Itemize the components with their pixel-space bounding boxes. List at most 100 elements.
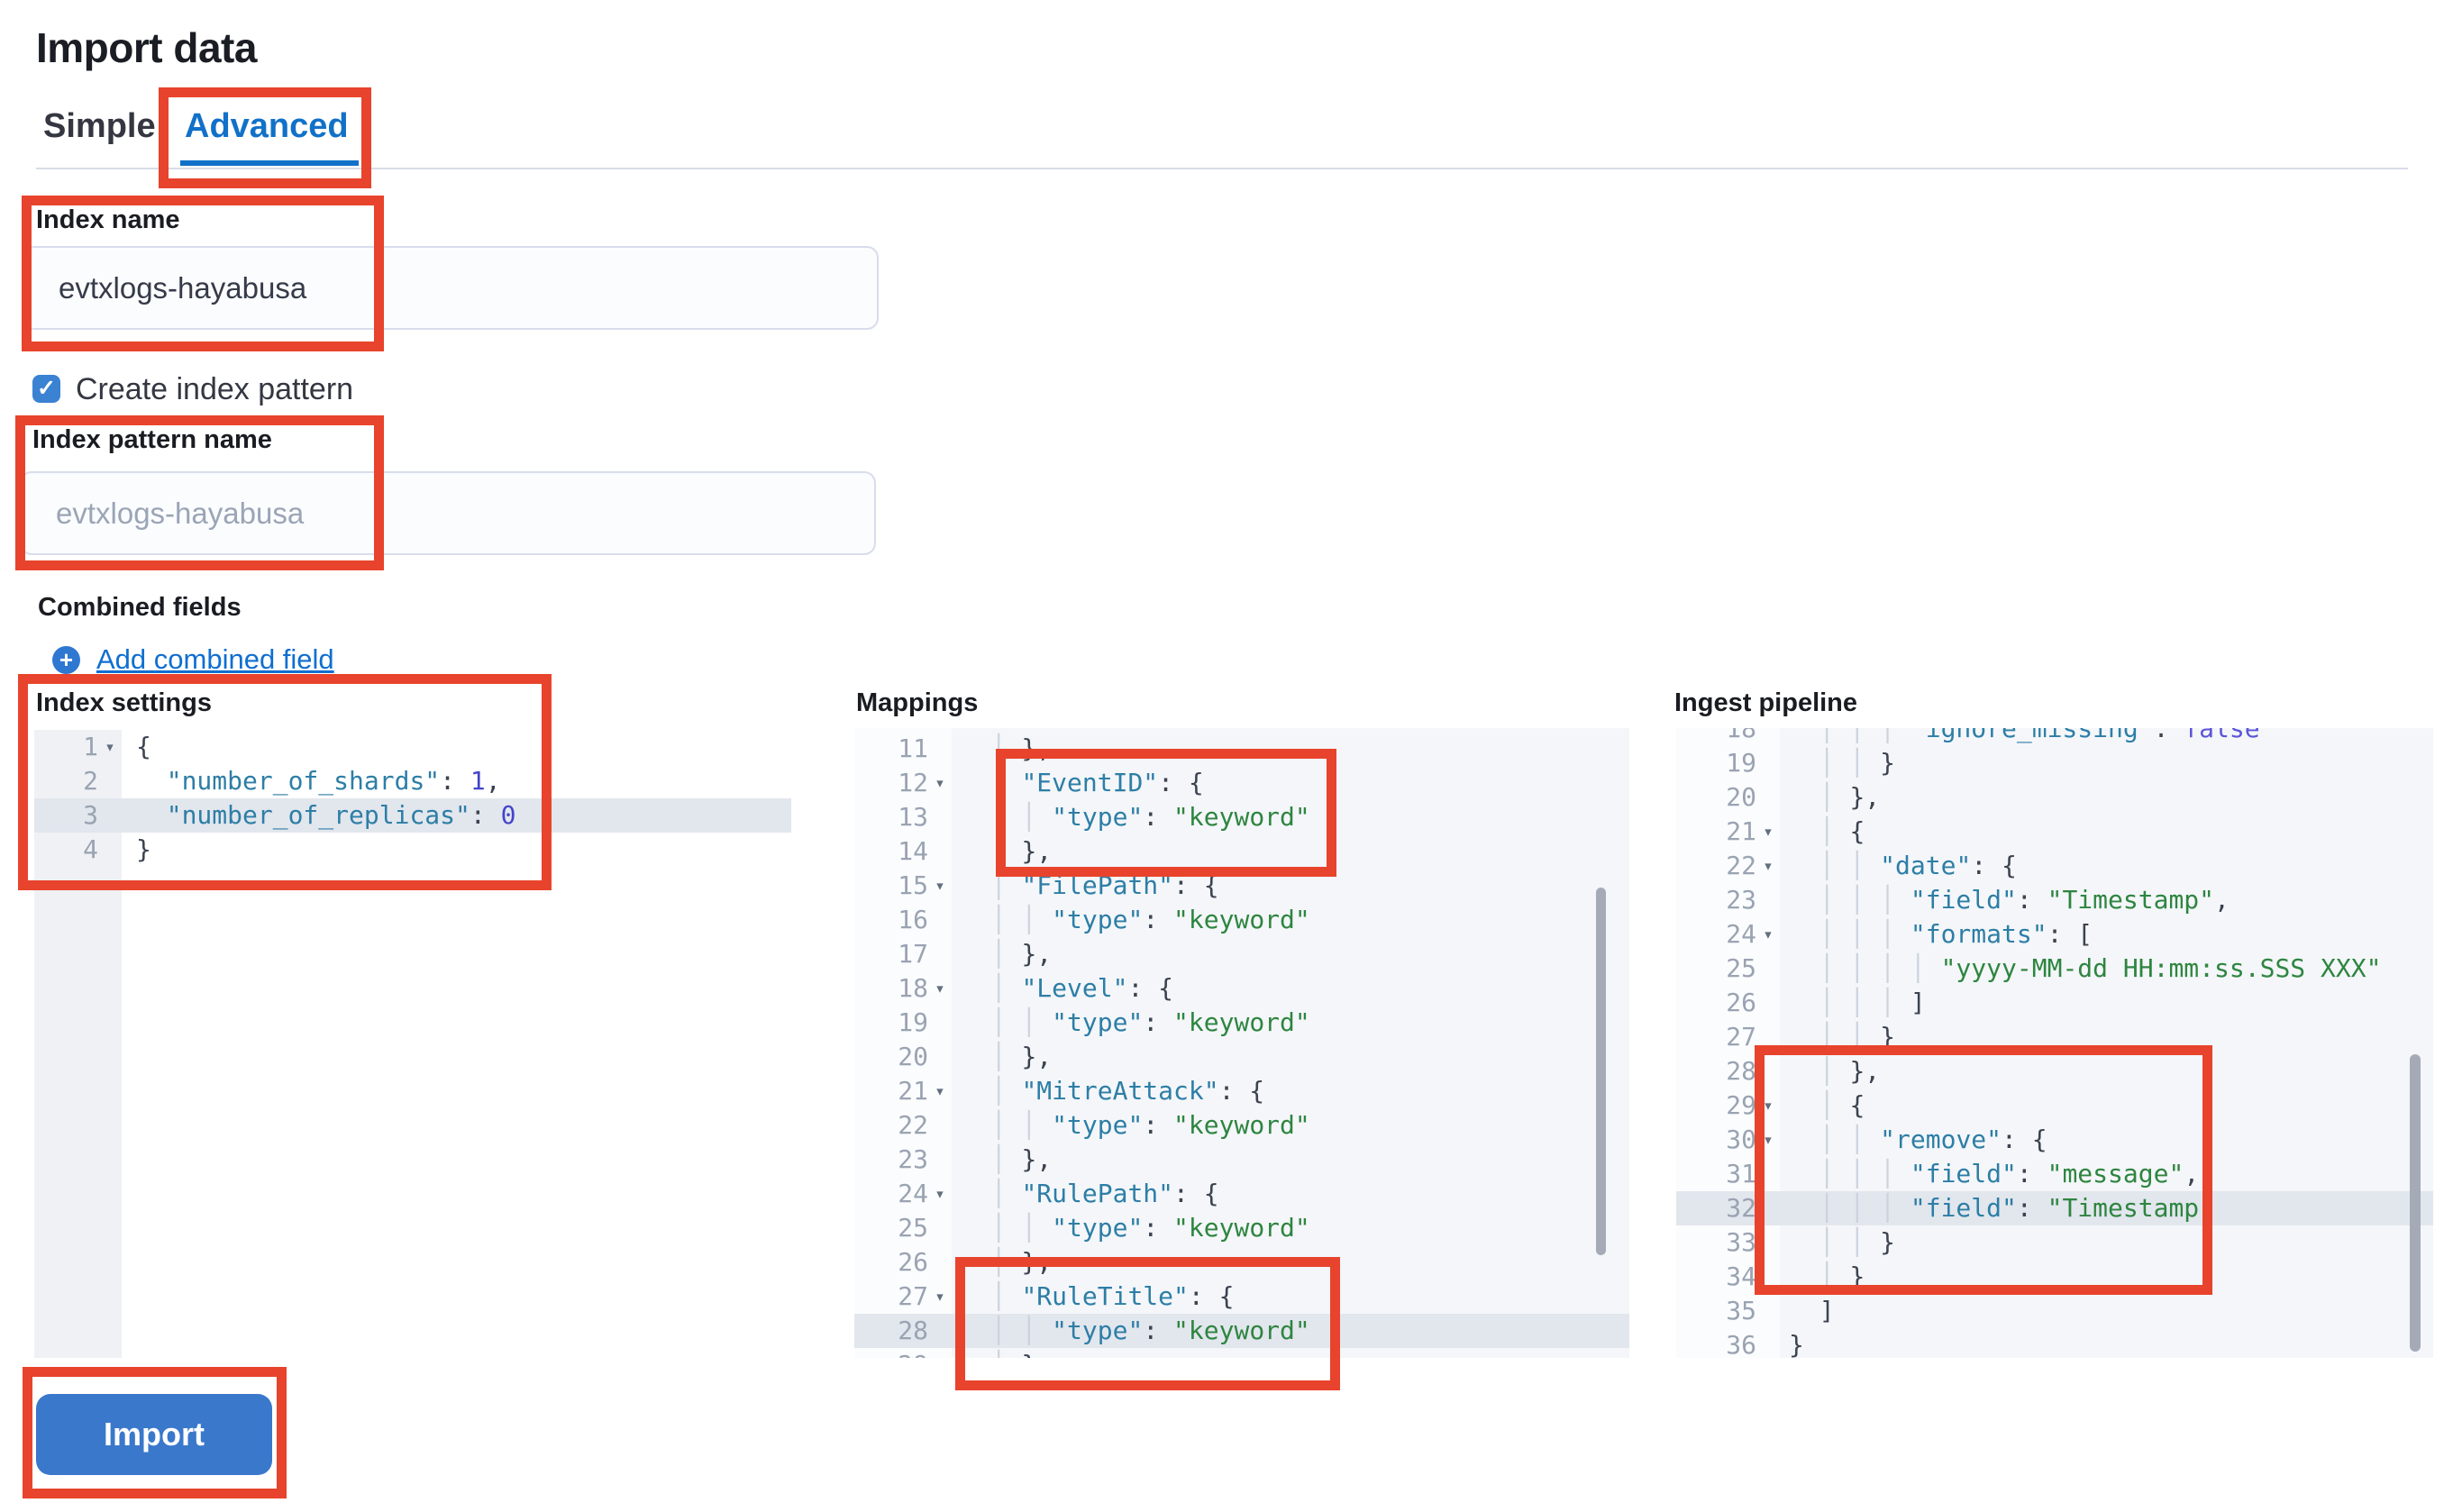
- code-line-21[interactable]: 21▾ │ "MitreAttack": {: [854, 1074, 1629, 1108]
- line-number: 28: [898, 1316, 928, 1345]
- code-line-4[interactable]: 4}: [34, 833, 791, 867]
- code-line-21[interactable]: 21▾ │ {: [1676, 815, 2433, 849]
- code-line-26[interactable]: 26 │ │ │ ]: [1676, 986, 2433, 1020]
- line-number: 31: [1726, 1159, 1756, 1189]
- code-line-11[interactable]: 11 │ },: [854, 732, 1629, 766]
- editor-gutter: [34, 730, 122, 1358]
- code-line-18[interactable]: 18 │ │ │ "ignore_missing": false: [1676, 728, 2433, 746]
- code-line-35[interactable]: 35 ]: [1676, 1294, 2433, 1328]
- line-number: 27▾: [854, 1280, 952, 1314]
- code-line-20[interactable]: 20 │ },: [1676, 780, 2433, 815]
- line-number: 24▾: [854, 1177, 952, 1211]
- code-line-29[interactable]: 29 │ },: [854, 1348, 1629, 1358]
- index-settings-editor[interactable]: 1▾{2 "number_of_shards": 1,3 "number_of_…: [34, 730, 791, 1358]
- code-line-22[interactable]: 22▾ │ │ "date": {: [1676, 849, 2433, 883]
- line-number: 14: [898, 836, 928, 866]
- line-number: 15▾: [854, 869, 952, 903]
- combined-fields-label: Combined fields: [38, 593, 242, 622]
- fold-caret-icon[interactable]: ▾: [935, 1184, 945, 1204]
- create-index-pattern-checkbox[interactable]: ✓: [32, 375, 60, 403]
- line-number: 12▾: [854, 766, 952, 800]
- index-name-label: Index name: [36, 205, 180, 234]
- code-line-28[interactable]: 28 │ │ "type": "keyword": [854, 1314, 1629, 1348]
- code-line-24[interactable]: 24▾ │ │ │ "formats": [: [1676, 917, 2433, 952]
- fold-caret-icon[interactable]: ▾: [1763, 925, 1774, 944]
- fold-caret-icon[interactable]: ▾: [935, 979, 945, 998]
- fold-caret-icon[interactable]: ▾: [1763, 822, 1774, 842]
- index-pattern-name-input[interactable]: [20, 471, 876, 555]
- code-line-25[interactable]: 25 │ │ "type": "keyword": [854, 1211, 1629, 1245]
- fold-caret-icon[interactable]: ▾: [1763, 1096, 1774, 1116]
- line-number: 22: [898, 1110, 928, 1140]
- line-number: 20: [898, 1042, 928, 1071]
- mappings-editor[interactable]: 11 │ },12▾ │ "EventID": {13 │ │ "type": …: [854, 728, 1629, 1358]
- code-line-29[interactable]: 29▾ │ {: [1676, 1088, 2433, 1123]
- line-number: 19: [1726, 748, 1756, 778]
- code-line-32[interactable]: 32 │ │ │ "field": "Timestamp": [1676, 1191, 2433, 1225]
- line-number: 19: [898, 1007, 928, 1037]
- code-line-13[interactable]: 13 │ │ "type": "keyword": [854, 800, 1629, 834]
- code-line-36[interactable]: 36}: [1676, 1328, 2433, 1358]
- fold-caret-icon[interactable]: ▾: [935, 876, 945, 896]
- fold-caret-icon[interactable]: ▾: [1763, 856, 1774, 876]
- line-number: 36: [1726, 1330, 1756, 1358]
- code-line-30[interactable]: 30▾ │ │ "remove": {: [1676, 1123, 2433, 1157]
- line-number: 21▾: [1676, 815, 1780, 849]
- checkmark-icon: ✓: [37, 376, 56, 401]
- line-number: 29: [854, 1348, 952, 1358]
- code-line-16[interactable]: 16 │ │ "type": "keyword": [854, 903, 1629, 937]
- line-number: 2: [83, 766, 98, 796]
- line-number: 16: [898, 905, 928, 934]
- fold-caret-icon[interactable]: ▾: [105, 737, 115, 757]
- line-number: 26: [898, 1247, 928, 1277]
- code-line-19[interactable]: 19 │ │ "type": "keyword": [854, 1006, 1629, 1040]
- line-number: 25: [898, 1213, 928, 1243]
- code-line-20[interactable]: 20 │ },: [854, 1040, 1629, 1074]
- line-number: 27: [1726, 1022, 1756, 1052]
- code-line-14[interactable]: 14 │ },: [854, 834, 1629, 869]
- index-pattern-name-label: Index pattern name: [32, 425, 272, 454]
- fold-caret-icon[interactable]: ▾: [1763, 1130, 1774, 1150]
- active-tab-underline: [180, 160, 359, 166]
- import-button[interactable]: Import: [36, 1394, 272, 1475]
- code-line-23[interactable]: 23 │ │ │ "field": "Timestamp",: [1676, 883, 2433, 917]
- line-number: 20: [1726, 782, 1756, 812]
- ingest-vertical-scrollbar[interactable]: [2410, 1054, 2421, 1352]
- fold-caret-icon[interactable]: ▾: [935, 1081, 945, 1101]
- code-line-2[interactable]: 2 "number_of_shards": 1,: [34, 764, 791, 798]
- line-number: 23: [1726, 885, 1756, 915]
- code-line-26[interactable]: 26 │ },: [854, 1245, 1629, 1280]
- code-line-27[interactable]: 27 │ │ }: [1676, 1020, 2433, 1054]
- fold-caret-icon[interactable]: ▾: [935, 1287, 945, 1307]
- add-combined-field-link[interactable]: + Add combined field: [52, 643, 334, 676]
- line-number: 24▾: [1676, 917, 1780, 952]
- code-line-3[interactable]: 3 "number_of_replicas": 0: [34, 798, 791, 833]
- code-line-22[interactable]: 22 │ │ "type": "keyword": [854, 1108, 1629, 1143]
- index-name-input[interactable]: [23, 246, 879, 330]
- code-line-27[interactable]: 27▾ │ "RuleTitle": {: [854, 1280, 1629, 1314]
- code-line-24[interactable]: 24▾ │ "RulePath": {: [854, 1177, 1629, 1211]
- code-line-12[interactable]: 12▾ │ "EventID": {: [854, 766, 1629, 800]
- code-line-1[interactable]: 1▾{: [34, 730, 791, 764]
- code-line-19[interactable]: 19 │ │ }: [1676, 746, 2433, 780]
- code-line-15[interactable]: 15▾ │ "FilePath": {: [854, 869, 1629, 903]
- code-line-23[interactable]: 23 │ },: [854, 1143, 1629, 1177]
- tab-advanced[interactable]: Advanced: [185, 107, 349, 145]
- line-number: 18: [1726, 728, 1756, 743]
- code-line-28[interactable]: 28 │ },: [1676, 1054, 2433, 1088]
- code-line-34[interactable]: 34 │ }: [1676, 1260, 2433, 1294]
- code-line-25[interactable]: 25 │ │ │ │ "yyyy-MM-dd HH:mm:ss.SSS XXX": [1676, 952, 2433, 986]
- line-number: 18▾: [854, 971, 952, 1006]
- mappings-vertical-scrollbar[interactable]: [1596, 888, 1606, 1255]
- code-line-17[interactable]: 17 │ },: [854, 937, 1629, 971]
- code-line-18[interactable]: 18▾ │ "Level": {: [854, 971, 1629, 1006]
- mappings-label: Mappings: [856, 688, 979, 717]
- fold-caret-icon[interactable]: ▾: [935, 773, 945, 793]
- line-number: 35: [1726, 1296, 1756, 1325]
- code-line-33[interactable]: 33 │ │ }: [1676, 1225, 2433, 1260]
- code-line-31[interactable]: 31 │ │ │ "field": "message",: [1676, 1157, 2433, 1191]
- tab-simple[interactable]: Simple: [43, 107, 156, 145]
- line-number: 4: [83, 834, 98, 864]
